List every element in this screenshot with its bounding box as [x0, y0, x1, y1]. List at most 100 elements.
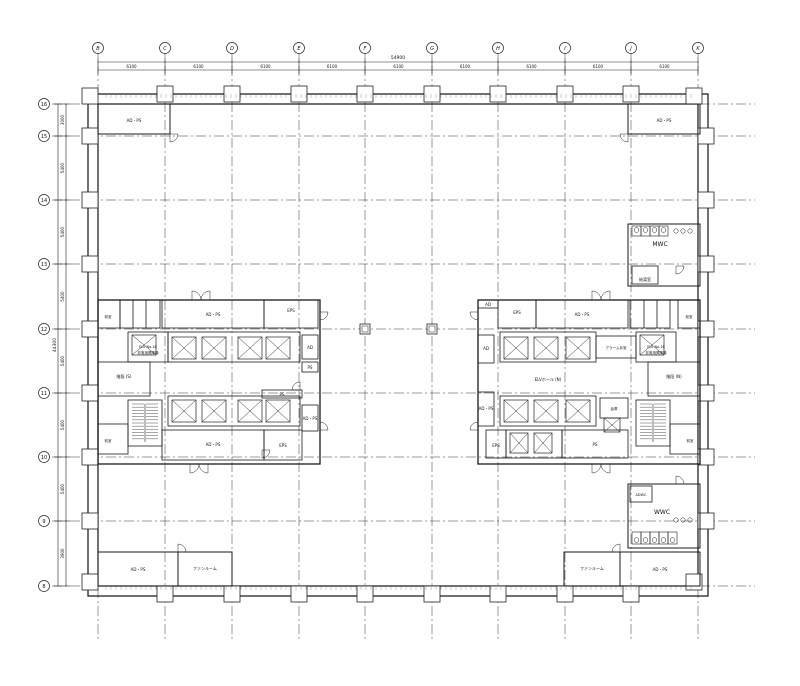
- room-label: AD・PS: [206, 312, 221, 317]
- elevator-x: [201, 336, 227, 360]
- toilet-bowl: [661, 537, 666, 543]
- toilet-stall: [667, 531, 678, 545]
- room-label: AD・PS: [206, 442, 221, 447]
- perimeter-column-n: [423, 85, 441, 103]
- room-label: 非常用昇降機: [646, 350, 667, 355]
- elevator-cab: [603, 417, 621, 433]
- column-bubble: [492, 42, 504, 54]
- room-label: ELVホール (N): [535, 377, 562, 382]
- room-ad-ps-nw: [97, 103, 171, 135]
- span-dimension: 5400: [60, 162, 65, 173]
- room-label: アラーム弁室: [606, 345, 627, 350]
- row-bubble: [38, 98, 50, 110]
- perimeter-column-s: [156, 585, 174, 603]
- door-swing: [319, 421, 329, 431]
- elevator-x: [171, 399, 197, 423]
- toilet-stall: [631, 531, 642, 545]
- perimeter-column-w: [81, 127, 99, 145]
- elevator-x: [237, 336, 263, 360]
- west-ps: [301, 361, 319, 373]
- west-elevator-bank-s: [167, 395, 301, 427]
- room-label: AD: [483, 346, 489, 351]
- elevator-x: [131, 334, 157, 356]
- row-label: 14: [41, 198, 47, 204]
- column-bubble: [159, 42, 171, 54]
- row-label: 10: [41, 455, 47, 461]
- room-label: PS: [593, 442, 598, 447]
- room-label: PS: [280, 392, 285, 397]
- span-dimension: 6100: [327, 64, 338, 69]
- elevator-cab: [639, 334, 665, 356]
- east-ad-ps-small: [477, 391, 495, 427]
- room-label: AD・PS: [303, 416, 318, 421]
- door-swing: [200, 290, 211, 301]
- room-label: 前室: [686, 314, 694, 319]
- elevator-cab: [565, 399, 591, 423]
- sink: [680, 228, 686, 234]
- perimeter-column-s: [556, 585, 574, 603]
- elevator-cab: [565, 336, 591, 360]
- column-bubble: [226, 42, 238, 54]
- elevator-x: [533, 336, 559, 360]
- door-swing: [591, 463, 602, 474]
- overall-dimension: 54900: [391, 55, 405, 61]
- perimeter-column-e: [697, 448, 715, 466]
- span-dimension: 6100: [193, 64, 204, 69]
- toilet-stall: [649, 531, 660, 545]
- column-bubble: [359, 42, 371, 54]
- east-ad-ps: [535, 299, 629, 329]
- door-swing: [177, 543, 187, 553]
- room-label: 前室: [687, 438, 695, 443]
- fixtures: [131, 133, 693, 553]
- door-swing: [189, 463, 200, 474]
- door-swing: [198, 463, 209, 474]
- room-label: 階段 (N): [666, 373, 682, 379]
- room-fan-se: [563, 551, 621, 587]
- door-swing: [319, 311, 329, 321]
- west-elevator-bank-n: [167, 331, 301, 363]
- column-bubble: [692, 42, 704, 54]
- span-dimension: 6100: [126, 64, 137, 69]
- room-label: ELV No.16: [647, 345, 665, 349]
- elevator-cab: [533, 399, 559, 423]
- west-core: [97, 299, 321, 465]
- elevator-cab: [171, 399, 197, 423]
- room-label: AD: [307, 345, 313, 350]
- column-label: E: [297, 46, 301, 52]
- perimeter-column-w: [81, 384, 99, 402]
- west-stair-hall: [97, 361, 151, 397]
- span-dimension: 3900: [60, 548, 65, 559]
- row-bubble: [38, 258, 50, 270]
- room-label: MWC: [652, 241, 667, 248]
- column-bubble: [559, 42, 571, 54]
- room-label: EPS: [513, 310, 521, 315]
- room-label: AD: [485, 302, 491, 307]
- door-swing: [600, 463, 611, 474]
- depth-dimension: 44300: [52, 338, 58, 352]
- east-core: [477, 299, 701, 465]
- perimeter-column-n: [223, 85, 241, 103]
- toilet-bowl: [652, 537, 657, 543]
- east-ps-bottom: [561, 429, 629, 459]
- elevator-x: [265, 399, 291, 423]
- row-label: 12: [41, 327, 47, 333]
- perimeter-column-w: [81, 191, 99, 209]
- perimeter-column-e: [697, 191, 715, 209]
- room-label: AD・PS: [657, 118, 672, 123]
- door-swing: [169, 133, 179, 143]
- toilet-bowl: [643, 227, 648, 233]
- interior-column-core: [428, 325, 436, 333]
- column-label: B: [96, 46, 100, 52]
- elevator-cab: [503, 336, 529, 360]
- interior-column-core: [361, 325, 369, 333]
- column-label: J: [629, 46, 632, 52]
- span-dimension: 6100: [260, 64, 271, 69]
- column-label: H: [496, 46, 500, 52]
- span-dimension: 5400: [60, 226, 65, 237]
- elevator-x: [201, 399, 227, 423]
- toilet-bowl: [670, 537, 675, 543]
- span-dimension: 6100: [526, 64, 537, 69]
- east-front-room-n: [677, 299, 701, 329]
- perimeter-column-n: [556, 85, 574, 103]
- elevator-x: [237, 399, 263, 423]
